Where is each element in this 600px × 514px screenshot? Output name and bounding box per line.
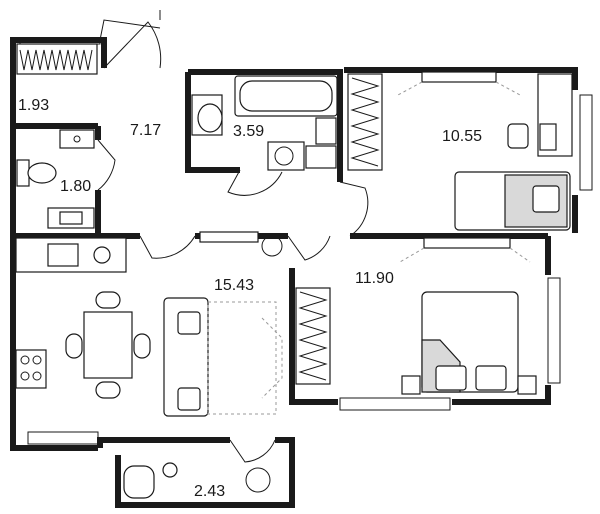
dining-chair-top bbox=[95, 291, 121, 309]
wall-living-bottom bbox=[97, 437, 230, 448]
bath-sink bbox=[315, 117, 337, 145]
door-bedroom-large bbox=[287, 235, 331, 261]
wardrobe-bedroom-small-hangers bbox=[350, 77, 380, 167]
bedroom-small-furniture bbox=[347, 71, 573, 231]
wall-west bbox=[10, 37, 98, 451]
kitchen-stove bbox=[93, 246, 111, 264]
door-bedroom-small bbox=[339, 181, 369, 237]
washing-machine bbox=[267, 141, 305, 171]
kitchen-sink bbox=[47, 243, 79, 267]
wardrobe-hangers bbox=[19, 49, 93, 71]
tv-view-right bbox=[495, 81, 521, 96]
rug bbox=[207, 301, 277, 415]
window-kitchen bbox=[27, 431, 99, 445]
wardrobe-bedroom-large-hangers bbox=[298, 291, 328, 381]
wall-bedroom-large-bottom bbox=[452, 385, 551, 405]
wall-bath-west bbox=[185, 72, 240, 173]
balcony-table bbox=[162, 462, 178, 478]
hob-burner-1 bbox=[20, 355, 30, 365]
desk-chair bbox=[507, 123, 529, 149]
window-bedroom-large bbox=[547, 277, 561, 384]
balcony-chair bbox=[123, 465, 155, 499]
living-kitchen-furniture bbox=[15, 231, 283, 417]
toilet-sink bbox=[59, 129, 95, 149]
area-labels: 1.93 7.17 3.59 10.55 1.80 15.43 11.90 2.… bbox=[18, 97, 482, 500]
toilet-fixtures bbox=[16, 129, 95, 229]
washing-machine-drum bbox=[274, 146, 294, 166]
toilet-sink-drain bbox=[73, 135, 81, 143]
wall-bath-top bbox=[188, 69, 343, 182]
dining-chair-right bbox=[133, 333, 151, 359]
balcony-furniture bbox=[123, 235, 283, 499]
bath-cabinet bbox=[305, 145, 337, 169]
bed-small-pillow bbox=[532, 185, 560, 213]
area-label-bedroom-large: 11.90 bbox=[355, 270, 394, 287]
bedroom-large-furniture bbox=[295, 237, 537, 395]
door-entrance bbox=[103, 21, 162, 69]
bed-large-pillow-left bbox=[435, 365, 467, 391]
toilet-bowl bbox=[27, 162, 57, 184]
sofa-cushion-bottom bbox=[177, 387, 201, 411]
balcony-plant bbox=[245, 467, 271, 493]
hob-burner-2 bbox=[32, 355, 42, 365]
bath-toilet-bowl bbox=[197, 103, 223, 133]
dining-table bbox=[83, 311, 133, 379]
nightstand-right bbox=[517, 375, 537, 395]
kitchen-hob bbox=[15, 349, 47, 389]
wardrobe-shelf bbox=[16, 43, 98, 75]
bed-large-pillow-right bbox=[475, 365, 507, 391]
area-label-closet: 1.93 bbox=[18, 97, 49, 114]
tv-large-view-left bbox=[399, 247, 425, 263]
toilet-tank bbox=[16, 159, 30, 187]
tv-bedroom-small bbox=[421, 71, 497, 83]
wall-bedroom-small-top bbox=[344, 67, 578, 90]
closet-wardrobe bbox=[16, 43, 98, 75]
sofa-cushion-top bbox=[177, 311, 201, 335]
area-label-toilet: 1.80 bbox=[60, 178, 91, 195]
tv-view-left bbox=[397, 81, 423, 96]
area-label-balcony: 2.43 bbox=[194, 483, 225, 500]
area-label-bathroom: 3.59 bbox=[233, 123, 264, 140]
area-label-hallway: 7.17 bbox=[130, 122, 161, 139]
area-label-living-kitchen: 15.43 bbox=[214, 277, 254, 294]
wall-balcony bbox=[115, 437, 295, 508]
living-plant bbox=[261, 235, 283, 257]
tv-bedroom-large bbox=[423, 237, 511, 249]
tv-living-view bbox=[261, 317, 283, 399]
tv-stand bbox=[199, 231, 259, 243]
door-balcony bbox=[229, 439, 276, 463]
walls bbox=[10, 10, 578, 508]
door-entrance-leaf bbox=[99, 19, 161, 41]
area-label-bedroom-small: 10.55 bbox=[442, 128, 482, 145]
doors bbox=[97, 19, 369, 463]
hob-burner-4 bbox=[32, 371, 42, 381]
hob-burner-3 bbox=[20, 371, 30, 381]
door-toilet bbox=[97, 139, 116, 191]
door-living bbox=[139, 235, 196, 259]
window-bedroom-small bbox=[579, 94, 593, 191]
dining-chair-bottom bbox=[95, 381, 121, 399]
dining-chair-left bbox=[65, 333, 83, 359]
door-bathroom bbox=[227, 169, 283, 196]
toilet-cabinet-inner bbox=[59, 211, 83, 225]
tv-large-view-right bbox=[509, 247, 531, 263]
bathroom-fixtures bbox=[191, 75, 338, 171]
bathtub-inner bbox=[239, 80, 333, 112]
nightstand-left bbox=[401, 375, 421, 395]
desk-laptop bbox=[539, 123, 557, 151]
wall-bedroom-large-west bbox=[289, 268, 338, 405]
window-bedroom-large-bottom bbox=[339, 397, 451, 411]
windows bbox=[19, 37, 593, 445]
